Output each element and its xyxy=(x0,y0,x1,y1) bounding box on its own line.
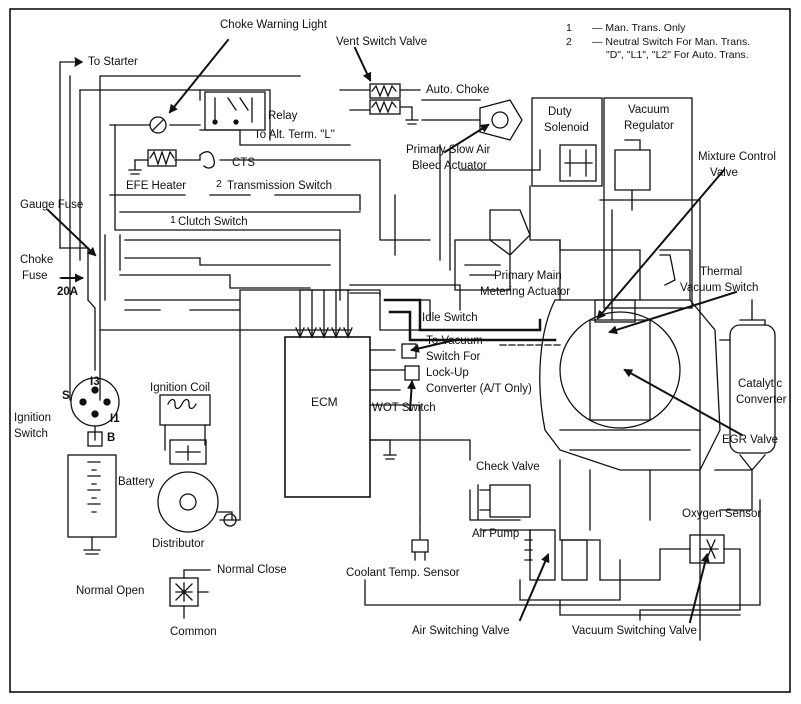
ignition-coil-symbol xyxy=(159,394,211,426)
footnote-1-text: — Man. Trans. Only xyxy=(592,22,686,34)
choke-fuse-label-1: Choke xyxy=(20,254,54,266)
oxygen-sensor-label: Oxygen Sensor xyxy=(682,508,762,520)
wiring-left xyxy=(59,57,381,401)
catalytic-converter-label-1: Catalytic xyxy=(738,378,783,390)
to-vacuum-switch-label-3: Lock-Up xyxy=(426,367,469,379)
vacuum-switching-valve-label: Vacuum Switching Valve xyxy=(572,625,697,637)
terminal-i3-label: I3 xyxy=(90,376,100,388)
coolant-temp-sensor-label: Coolant Temp. Sensor xyxy=(346,567,460,579)
page-frame xyxy=(9,8,791,693)
vacuum-regulator-label-1: Vacuum xyxy=(628,104,670,116)
choke-warning-light-symbol xyxy=(149,116,167,134)
footnote-2-text-line1: — Neutral Switch For Man. Trans. xyxy=(592,36,751,48)
wot-switch-label: WOT Switch xyxy=(372,402,436,414)
thermal-vacuum-switch-label-1: Thermal xyxy=(700,266,743,278)
clutch-switch-label: Clutch Switch xyxy=(178,216,248,228)
to-vacuum-switch-label-4: Converter (A/T Only) xyxy=(426,383,532,395)
mixture-control-valve-label-2: Valve xyxy=(710,167,738,179)
common-label: Common xyxy=(170,626,217,638)
gauge-fuse-label: Gauge Fuse xyxy=(20,199,84,211)
transmission-switch-mark: 2 xyxy=(216,178,222,190)
to-vacuum-switch-label-1: To Vacuum xyxy=(426,335,483,347)
ecm-box xyxy=(284,336,371,498)
egr-valve-label: EGR Valve xyxy=(722,434,779,446)
normal-open-label: Normal Open xyxy=(76,585,145,597)
terminal-i1-label: I1 xyxy=(110,413,120,425)
distributor-symbol xyxy=(157,471,219,533)
footnote-2-mark: 2 xyxy=(566,36,572,48)
ignition-switch-label-2: Switch xyxy=(14,428,48,440)
catalytic-converter-label-2: Converter xyxy=(736,394,787,406)
thermal-vacuum-switch-label-2: Vacuum Switch xyxy=(680,282,759,294)
footnote-2-text-line2: "D", "L1", "L2" For Auto. Trans. xyxy=(606,49,749,61)
normal-close-label: Normal Close xyxy=(217,564,287,576)
duty-solenoid-label-2: Solenoid xyxy=(544,122,589,134)
vent-switch-coil-upper xyxy=(369,83,401,99)
vent-switch-valve-label: Vent Switch Valve xyxy=(336,36,428,48)
relay-symbol xyxy=(204,91,266,131)
check-valve-label: Check Valve xyxy=(476,461,540,473)
ecm-label: ECM xyxy=(311,395,338,409)
battery-label: Battery xyxy=(118,476,155,488)
clutch-switch-mark: 1 xyxy=(170,214,176,226)
choke-fuse-label-2: Fuse xyxy=(22,270,48,282)
carb-assembly xyxy=(364,97,776,641)
ignition-coil-label: Ignition Coil xyxy=(150,382,211,394)
relay-label: Relay xyxy=(268,110,298,122)
primary-main-label-2: Metering Actuator xyxy=(480,286,571,298)
mixture-control-valve-label-1: Mixture Control xyxy=(698,151,776,163)
idle-switch-label: Idle Switch xyxy=(422,312,478,324)
to-vacuum-switch-label-2: Switch For xyxy=(426,351,481,363)
air-switching-valve-label: Air Switching Valve xyxy=(412,625,510,637)
idle-switch-symbol xyxy=(401,343,417,359)
transmission-switch-label: Transmission Switch xyxy=(227,180,333,192)
choke-warning-light-label: Choke Warning Light xyxy=(220,19,327,31)
to-alt-term-label: To Alt. Term. "L" xyxy=(254,129,335,141)
auto-choke-label: Auto. Choke xyxy=(426,84,490,96)
efe-heater-label: EFE Heater xyxy=(126,180,187,192)
distributor-label: Distributor xyxy=(152,538,205,550)
fuse-rating-label: 20A xyxy=(57,286,79,298)
terminal-s-label: S xyxy=(62,390,70,402)
cts-label: CTS xyxy=(232,157,255,169)
primary-main-label-1: Primary Main xyxy=(494,270,562,282)
terminal-b-label: B xyxy=(107,432,116,444)
battery-symbol xyxy=(67,454,117,538)
primary-slow-air-label-2: Bleed Actuator xyxy=(412,160,487,172)
footnote-1-mark: 1 xyxy=(566,22,572,34)
ignition-switch-label-1: Ignition xyxy=(14,412,52,424)
duty-solenoid-label-1: Duty xyxy=(548,106,572,118)
wot-switch-symbol xyxy=(404,365,420,381)
to-starter-label: To Starter xyxy=(88,56,138,68)
vacuum-regulator-label-2: Regulator xyxy=(624,120,674,132)
primary-slow-air-label-1: Primary Slow Air xyxy=(406,144,491,156)
air-pump-label: Air Pump xyxy=(472,528,520,540)
